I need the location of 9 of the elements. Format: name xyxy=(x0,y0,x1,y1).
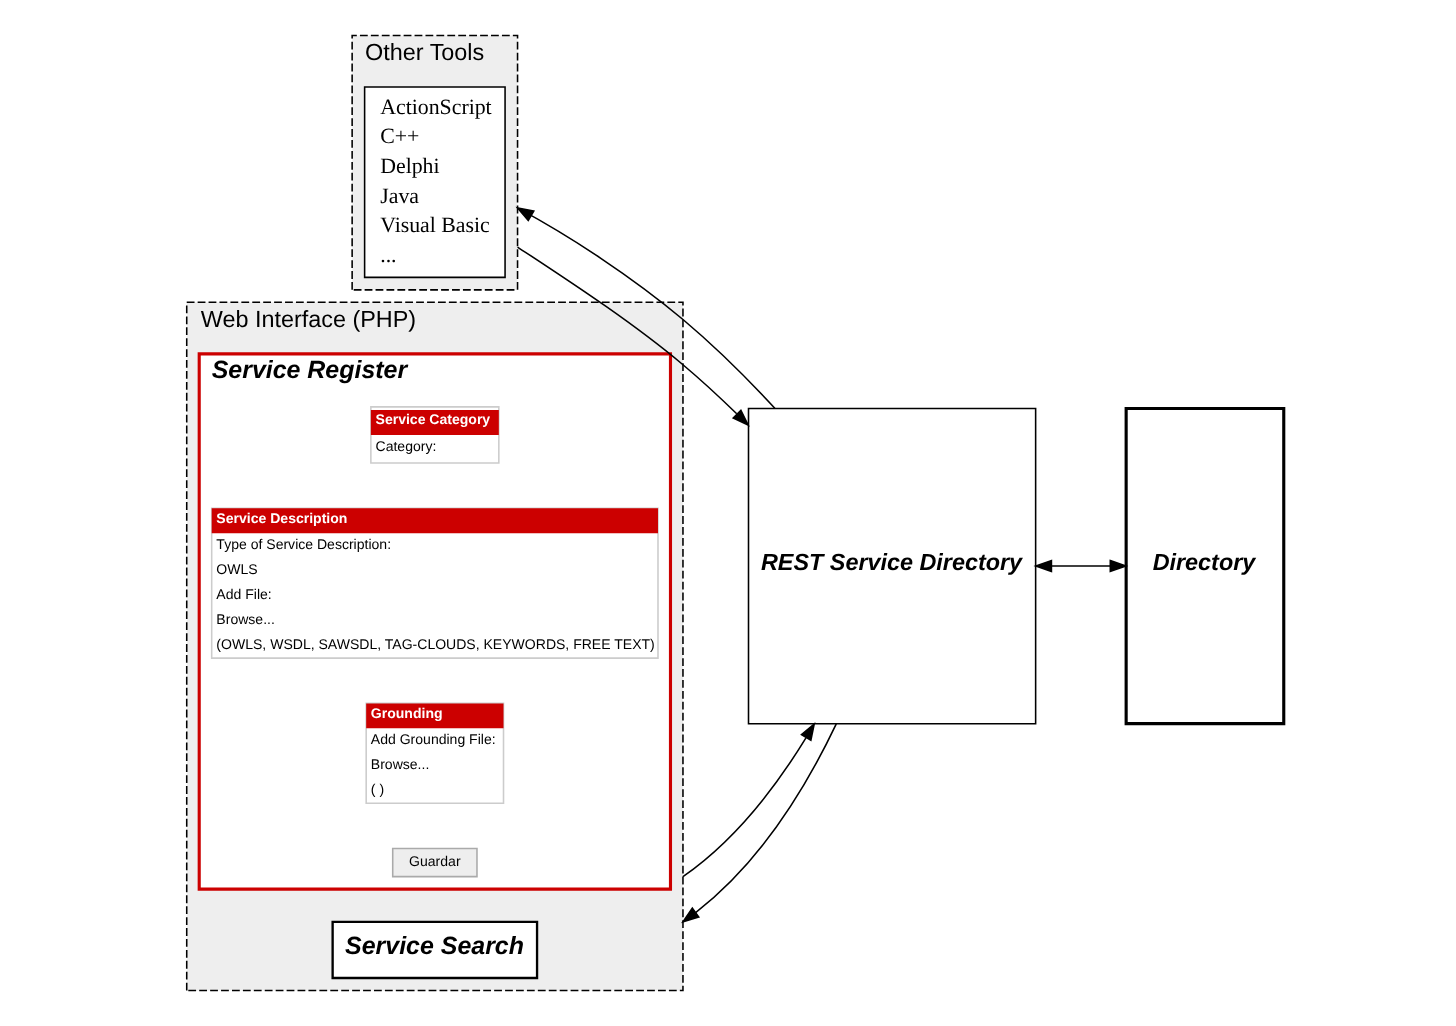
node-box: Service Search xyxy=(330,920,538,980)
node-box: Directory xyxy=(1123,406,1285,726)
arrow xyxy=(515,246,749,427)
arrow xyxy=(681,722,815,878)
arrow xyxy=(514,206,775,409)
node-box: REST Service Directory xyxy=(746,407,1036,725)
node-box: ActionScript C++ Delphi Java Visual Basic ... xyxy=(362,86,505,279)
arrow xyxy=(1032,559,1128,573)
arrow xyxy=(680,723,837,924)
